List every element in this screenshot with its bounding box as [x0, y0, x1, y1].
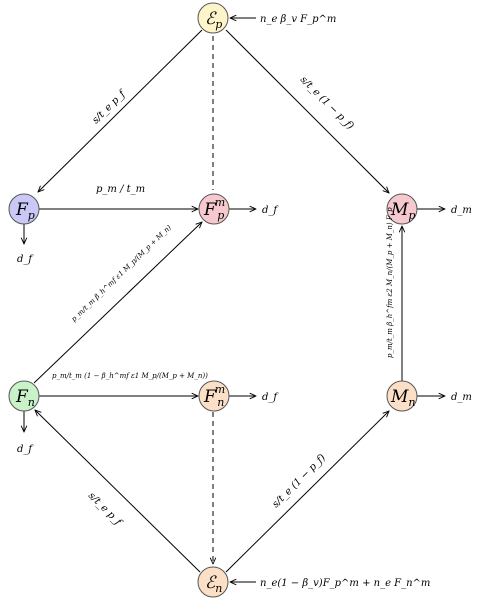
edges: [24, 18, 445, 582]
node-fn-main: F: [15, 387, 29, 407]
node-fn-circle: [8, 380, 40, 412]
outflow-fp-label: d_f: [17, 254, 34, 265]
svg-text:ℰn: ℰn: [205, 573, 222, 595]
node-en-sub: n: [215, 582, 222, 595]
node-fp: Fp: [8, 193, 40, 225]
svg-text:Fmp: Fmp: [203, 196, 225, 222]
outflow-fn-label: d_f: [17, 444, 34, 455]
node-mn-main: M: [390, 387, 409, 407]
node-ep-circle: [197, 2, 229, 34]
node-fp-sub: p: [28, 209, 35, 222]
node-mn-circle: [386, 380, 418, 412]
outflow-mn-label: d_m: [451, 392, 472, 403]
inflow-en-label: n_e(1 − β_v)F_p^m + n_e F_n^m: [260, 578, 430, 589]
label-fn-to-fnm: p_m/t_m (1 − β_h^mf ε1 M_p/(M_p + M_n)): [52, 372, 208, 380]
svg-text:Mn: Mn: [390, 387, 416, 409]
node-fpm-sub: p: [217, 209, 224, 222]
outflow-mp-label: d_m: [451, 205, 472, 216]
edge-ep-to-fp: [38, 29, 203, 192]
label-fp-to-fpm: p_m / t_m: [96, 184, 145, 195]
svg-text:Mp: Mp: [390, 200, 415, 222]
label-fn-to-fpm: p_m/t_m β_h^mf ε1 M_p/(M_p + M_n): [70, 223, 173, 323]
node-fnm-sub: n: [217, 396, 224, 409]
node-en-circle: [197, 566, 229, 598]
node-mn-sub: n: [408, 396, 415, 409]
edge-en-to-mn: [225, 411, 389, 573]
node-fp-circle: [8, 193, 40, 225]
outflow-fnm-label: d_f: [262, 392, 279, 403]
node-ep-sub: p: [215, 18, 222, 31]
node-fnm-main: F: [203, 387, 217, 407]
node-fnm-sup: m: [215, 383, 225, 396]
node-fpm-main: F: [203, 200, 217, 220]
label-en-to-mn: s/t_e (1 − p_f): [270, 452, 328, 510]
node-mp-sub: p: [408, 209, 415, 222]
node-fn: Fn: [8, 380, 40, 412]
outflow-fpm-label: d_f: [262, 205, 279, 216]
node-mp: Mp: [386, 193, 418, 225]
edge-ep-to-mp: [225, 29, 389, 193]
label-ep-to-fp: s/t_e p_f: [90, 87, 129, 126]
inflow-ep-label: n_e β_v F_p^m: [260, 14, 336, 25]
node-mp-main: M: [390, 200, 409, 220]
node-mp-circle: [386, 193, 418, 225]
label-en-to-fn: s/t_e p_f: [86, 490, 125, 529]
svg-text:ℰp: ℰp: [205, 9, 222, 31]
label-mn-to-mp: p_m/t_m β_h^fm ε2 M_n/(M_p + M_n) F_p: [386, 207, 394, 358]
edge-en-to-fn: [35, 410, 201, 573]
node-en: ℰn: [197, 566, 229, 598]
node-ep-main: ℰ: [205, 9, 217, 29]
node-ep: ℰp: [197, 2, 229, 34]
svg-text:Fn: Fn: [15, 387, 35, 409]
node-fn-sub: n: [28, 396, 35, 409]
node-fp-main: F: [15, 200, 29, 220]
svg-text:Fmn: Fmn: [203, 383, 225, 409]
node-mn: Mn: [386, 380, 418, 412]
edge-fn-to-fpm: [33, 222, 202, 384]
node-fnm-circle: [198, 380, 230, 412]
svg-text:Fp: Fp: [15, 200, 35, 222]
node-fpm-circle: [198, 193, 230, 225]
label-ep-to-mp: s/t_e (1 − p_f): [298, 74, 356, 132]
node-en-main: ℰ: [205, 573, 217, 593]
node-fpm-sup: m: [215, 196, 225, 209]
